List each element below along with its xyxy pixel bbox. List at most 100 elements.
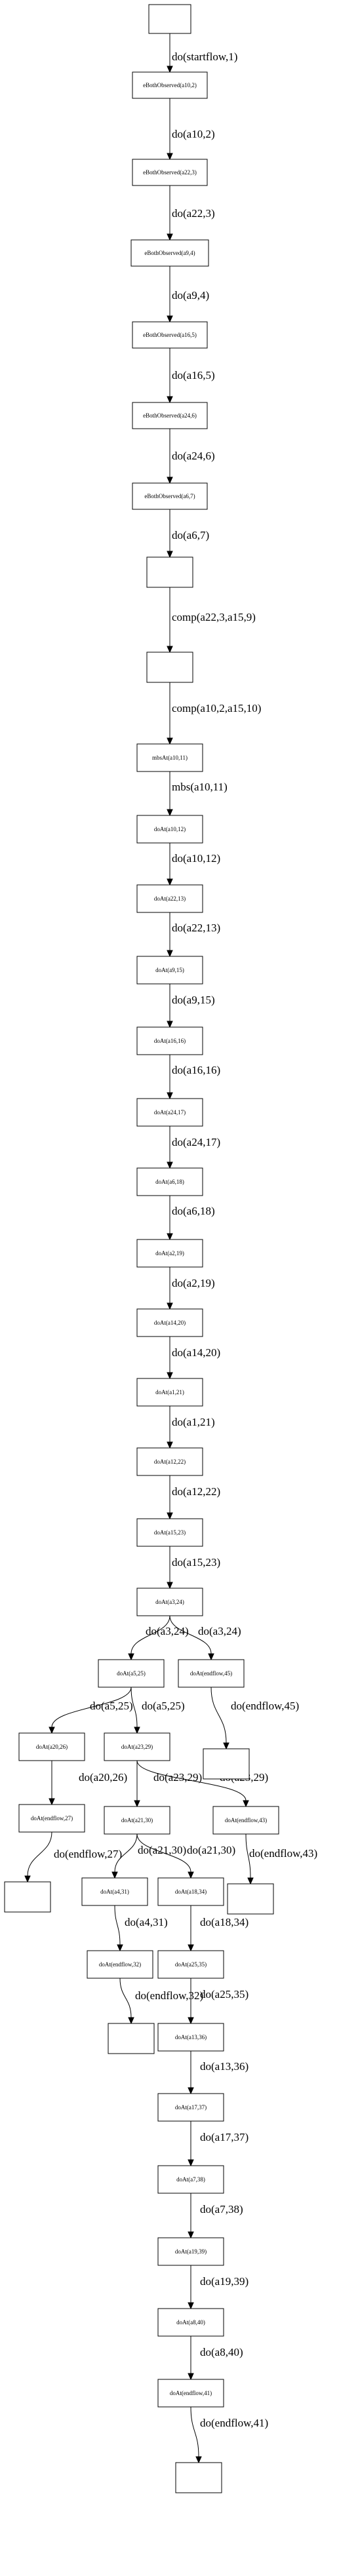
edge-label: do(a3,24) xyxy=(146,1625,189,1637)
edge-label: comp(a22,3,a15,9) xyxy=(172,611,256,623)
state-label: doAt(a19,39) xyxy=(175,2248,207,2255)
state-node: doAt(a16,16) xyxy=(136,1026,203,1055)
state-node xyxy=(146,652,193,683)
arrowhead-icon xyxy=(167,153,173,161)
state-label: eBothObserved(a22,3) xyxy=(143,169,197,176)
state-label: doAt(a7,38) xyxy=(176,2176,205,2183)
state-node: doAt(endflow,32) xyxy=(87,1950,153,1979)
transition-edge: do(a16,5) xyxy=(167,348,215,404)
state-node: doAt(a17,37) xyxy=(157,2093,224,2122)
edge-label: do(a22,3) xyxy=(172,207,215,220)
state-label: doAt(a1,21) xyxy=(155,1389,184,1395)
state-label: doAt(a25,35) xyxy=(175,1961,207,1968)
edge-label: do(a21,30) xyxy=(187,1844,235,1856)
state-box xyxy=(132,159,208,186)
transition-edge: do(endflow,43) xyxy=(245,1833,317,1885)
arrowhead-icon xyxy=(128,2017,134,2025)
edge-label: do(a10,2) xyxy=(172,128,215,140)
state-node: doAt(a24,17) xyxy=(136,1098,203,1127)
edge-label: do(endflow,32) xyxy=(135,1989,203,2002)
state-node: doAt(a22,13) xyxy=(136,884,203,913)
state-node: eBothObserved(a22,3) xyxy=(132,159,208,186)
state-node: doAt(a9,15) xyxy=(136,956,203,985)
state-node: doAt(a19,39) xyxy=(157,2237,224,2266)
transition-edge: mbs(a10,11) xyxy=(167,771,228,817)
arrowhead-icon xyxy=(247,1877,254,1885)
edge-label: do(a18,34) xyxy=(200,1916,249,1928)
state-label: doAt(endflow,41) xyxy=(170,2390,212,2396)
state-box xyxy=(136,1308,203,1337)
transition-edge: do(a17,37) xyxy=(188,2121,249,2167)
state-label: doAt(a14,20) xyxy=(154,1319,186,1326)
arrowhead-icon xyxy=(167,66,173,73)
state-node: doAt(a5,25) xyxy=(98,1659,165,1688)
state-node: doAt(a10,12) xyxy=(136,815,203,844)
edge-label: do(a19,39) xyxy=(200,2275,249,2288)
state-label: eBothObserved(a16,5) xyxy=(143,332,197,338)
state-box xyxy=(146,652,193,683)
state-node: doAt(a1,21) xyxy=(136,1378,203,1407)
edge-label: do(endflow,27) xyxy=(54,1848,122,1860)
transition-edge: do(a9,4) xyxy=(167,266,209,323)
arrowhead-icon xyxy=(167,878,173,886)
edge-line xyxy=(114,1833,138,1873)
state-box xyxy=(136,1239,203,1268)
arrowhead-icon xyxy=(128,1653,134,1661)
transition-edge: do(a19,39) xyxy=(188,2265,249,2310)
edge-line xyxy=(136,1833,191,1873)
state-box xyxy=(136,1447,203,1476)
state-node: doAt(a3,24) xyxy=(136,1588,203,1616)
transition-edge: do(endflow,32) xyxy=(119,1978,203,2025)
state-box xyxy=(81,1877,148,1906)
transition-edge: do(a3,24) xyxy=(169,1615,241,1661)
arrowhead-icon xyxy=(167,1233,173,1241)
state-node: doAt(a12,22) xyxy=(136,1447,203,1476)
arrowhead-icon xyxy=(167,233,173,241)
edge-label: do(a24,6) xyxy=(172,450,215,462)
transition-edge: do(a13,36) xyxy=(188,2051,249,2095)
transition-edge: do(a24,6) xyxy=(167,429,215,484)
state-box xyxy=(157,2093,224,2122)
state-box xyxy=(18,1804,85,1833)
transition-edge: do(a3,24) xyxy=(128,1615,189,1661)
state-box xyxy=(136,1378,203,1407)
state-label: doAt(a12,22) xyxy=(154,1458,186,1465)
edge-label: do(a20,26) xyxy=(79,1771,127,1784)
transition-edge: do(a2,19) xyxy=(167,1267,215,1310)
arrowhead-icon xyxy=(167,1512,173,1520)
state-box xyxy=(136,1026,203,1055)
state-box xyxy=(104,1732,170,1761)
transition-edge: do(a14,20) xyxy=(167,1337,220,1380)
transition-edge: do(a12,22) xyxy=(167,1475,220,1520)
state-box xyxy=(136,743,203,772)
state-box xyxy=(212,1806,279,1835)
transition-edge: do(a22,13) xyxy=(167,912,220,958)
edge-label: do(a2,19) xyxy=(172,1277,215,1289)
transition-edge: do(a20,26) xyxy=(49,1761,127,1806)
state-box xyxy=(108,2023,155,2054)
edge-label: do(a10,12) xyxy=(172,852,220,865)
arrowhead-icon xyxy=(188,2017,194,2025)
state-label: doAt(a2,19) xyxy=(155,1250,184,1257)
state-label: doAt(endflow,43) xyxy=(225,1817,267,1824)
edge-line xyxy=(119,1978,132,2018)
edge-label: do(a7,38) xyxy=(200,2203,243,2215)
arrowhead-icon xyxy=(223,1742,229,1750)
state-box xyxy=(87,1950,153,1979)
edge-line xyxy=(136,1760,247,1801)
state-node: doAt(a23,29) xyxy=(104,1732,170,1761)
edge-label: do(a13,36) xyxy=(200,2060,249,2073)
state-box xyxy=(146,556,193,588)
state-node xyxy=(203,1748,250,1780)
state-label: doAt(endflow,27) xyxy=(31,1815,73,1822)
state-label: doAt(a4,31) xyxy=(100,1888,129,1895)
arrowhead-icon xyxy=(49,1798,55,1806)
state-box xyxy=(136,956,203,985)
state-box xyxy=(18,1732,85,1761)
edge-label: do(endflow,43) xyxy=(249,1847,317,1860)
state-box xyxy=(4,1881,51,1913)
transition-edge: comp(a10,2,a15,10) xyxy=(167,682,261,745)
edge-label: do(a12,22) xyxy=(172,1485,220,1498)
edge-label: do(a23,29) xyxy=(153,1771,202,1784)
state-box xyxy=(157,2308,224,2337)
